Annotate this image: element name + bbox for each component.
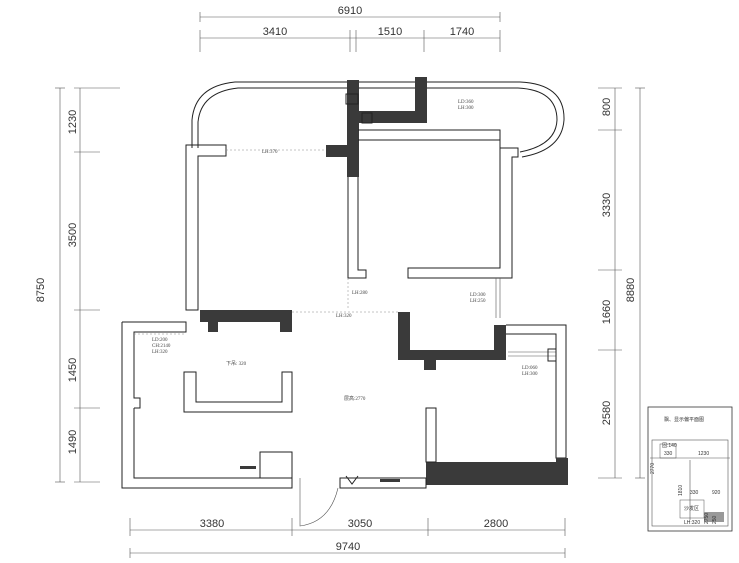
top-segment-2: 1510: [378, 26, 402, 38]
left-segment-4: 1490: [67, 430, 79, 454]
inset-label-9: LH:320: [684, 520, 700, 526]
inset-label-2: 330: [664, 451, 673, 457]
bottom-segment-1: 3380: [200, 518, 224, 530]
right-segment-4: 2580: [601, 401, 613, 425]
walls: [121, 77, 568, 527]
inset-label-5: 1810: [678, 485, 684, 496]
left-dimension-lines: [55, 87, 120, 483]
label-right-bottom-lh: LH:300: [522, 372, 538, 377]
right-total-dimension: 8880: [625, 278, 637, 302]
inset-panel: [647, 406, 733, 532]
left-segment-3: 1450: [67, 358, 79, 382]
inset-label-3: 1230: [698, 451, 709, 457]
bottom-total-dimension: 9740: [336, 541, 360, 553]
bottom-segment-3: 2800: [484, 518, 508, 530]
right-segment-1: 800: [601, 98, 613, 116]
right-segment-2: 3330: [601, 193, 613, 217]
left-segment-1: 1230: [67, 110, 79, 134]
label-lh-280: LH:280: [352, 291, 368, 296]
right-dimension-lines: [598, 87, 645, 479]
label-left-mid: 下吊: 320: [226, 361, 247, 367]
top-segment-1: 3410: [263, 26, 287, 38]
top-segment-3: 1740: [450, 26, 474, 38]
bottom-segment-2: 3050: [348, 518, 372, 530]
top-dimension-lines: [199, 12, 501, 52]
right-segment-3: 1660: [601, 300, 613, 324]
label-living: 层高:2770: [344, 395, 366, 402]
inset-label-10: 2750: [704, 513, 710, 524]
label-kitchen-ch: CH:2140: [152, 344, 171, 349]
label-kitchen-ld: LD:200: [152, 338, 168, 343]
inset-label-4: 2770: [650, 463, 656, 474]
left-segment-2: 3500: [67, 223, 79, 247]
label-top-corridor: LH:370: [262, 150, 278, 155]
label-balcony-top-ld: LD:360: [458, 100, 474, 105]
top-total-dimension: 6910: [338, 5, 362, 17]
inset-title: 飘、显示偏平面图: [664, 416, 704, 423]
left-total-dimension: 8750: [35, 278, 47, 302]
inset-label-8: 沙发区: [684, 505, 699, 512]
label-right-bottom-ld: LD:060: [522, 366, 538, 371]
inset-label-11: 250: [712, 515, 718, 524]
inset-label-1: 固:140: [662, 443, 677, 449]
label-lh-320: LH:320: [336, 314, 352, 319]
label-balcony-top-lh: LH:300: [458, 106, 474, 111]
bottom-dimension-lines: [129, 518, 566, 558]
label-kitchen-lh: LH:320: [152, 350, 168, 355]
label-right-mid-ld: LD:300: [470, 293, 486, 298]
inset-label-7: 920: [712, 490, 721, 496]
label-right-mid-lh: LH:250: [470, 299, 486, 304]
inset-label-6: 330: [690, 490, 699, 496]
